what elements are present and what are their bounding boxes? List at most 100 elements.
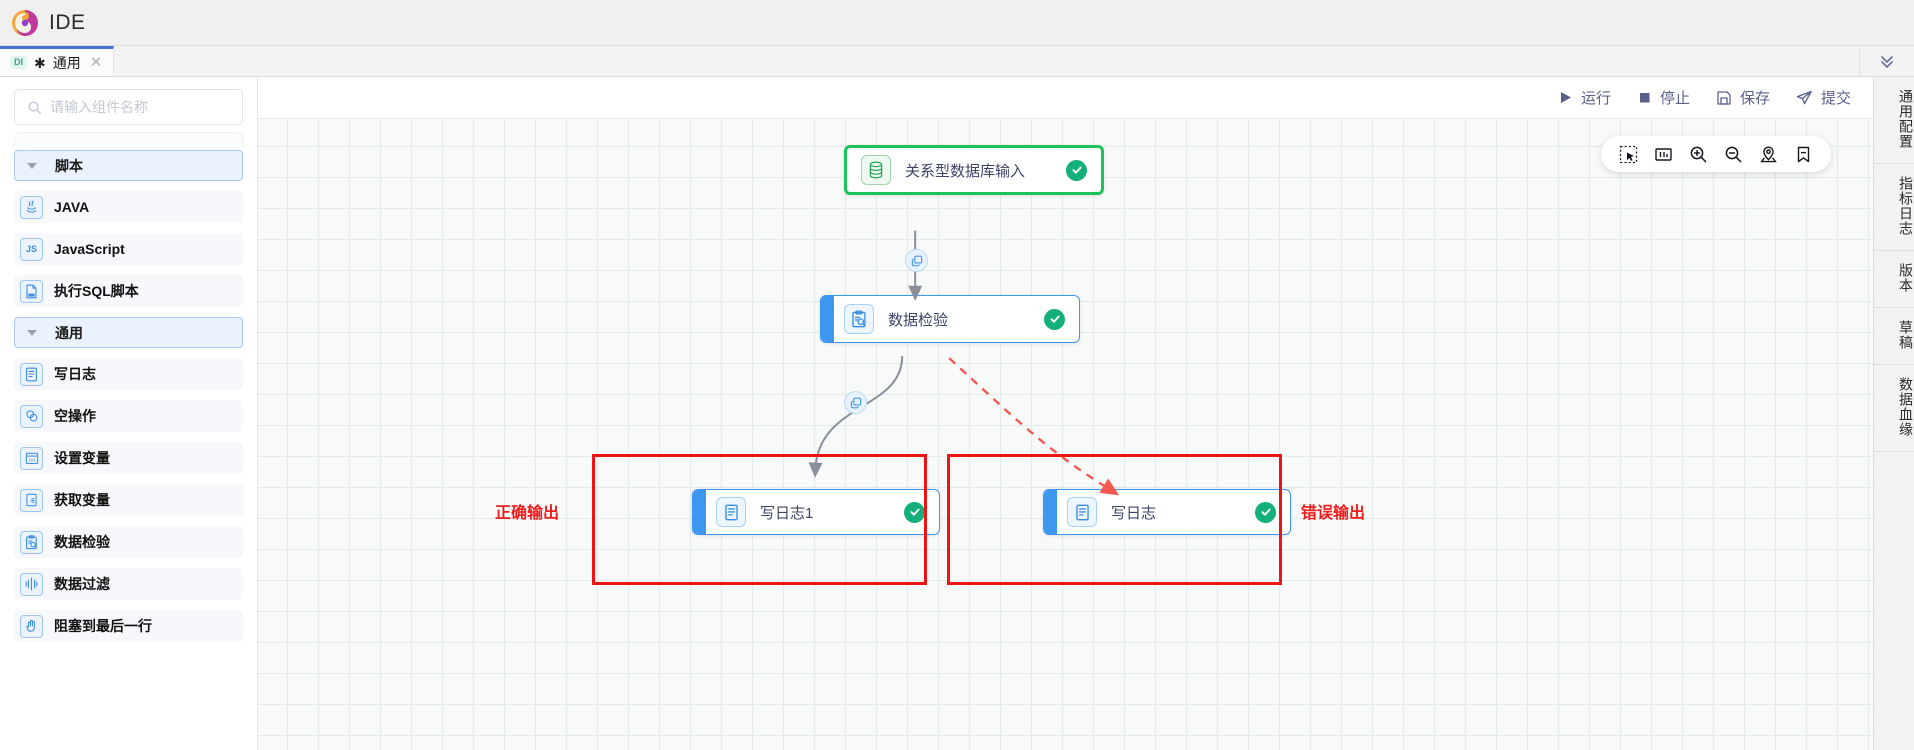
node-data-check[interactable]: 数据检验 (820, 295, 1080, 343)
palette-item-javascript[interactable]: JS JavaScript (14, 233, 243, 265)
palette-group-header-script[interactable]: 脚本 (14, 150, 243, 181)
node-relational-db-input[interactable]: 关系型数据库输入 (844, 145, 1104, 195)
title-bar: IDE (0, 0, 1914, 46)
stop-button[interactable]: 停止 (1637, 87, 1690, 108)
search-input[interactable] (50, 99, 231, 115)
js-icon: JS (20, 237, 43, 261)
search-area (0, 77, 257, 132)
save-icon (1716, 90, 1732, 106)
marquee-select-icon[interactable] (1611, 136, 1646, 172)
node-title: 写日志1 (760, 504, 814, 522)
tab-bar: DI ✱ 通用 ✕ (0, 46, 1914, 77)
set-variable-icon: (x) (20, 446, 43, 470)
close-icon[interactable]: ✕ (89, 54, 103, 71)
palette-item-write-log[interactable]: 写日志 (14, 358, 243, 390)
tab-tongyong[interactable]: DI ✱ 通用 ✕ (0, 46, 115, 76)
database-icon (861, 155, 891, 185)
save-button[interactable]: 保存 (1716, 87, 1770, 108)
tab-type-badge: DI (10, 56, 27, 69)
java-icon (20, 195, 43, 219)
log-document-icon (1067, 497, 1097, 527)
palette-item-label: 写日志 (54, 366, 96, 382)
svg-text:A: A (30, 498, 34, 504)
annotation-error-output: 错误输出 (1301, 505, 1366, 522)
tab-label: 通用 (52, 54, 81, 71)
palette-item-label: 数据过滤 (54, 576, 110, 592)
node-write-log[interactable]: 写日志 (1043, 489, 1291, 535)
fit-view-icon[interactable] (1646, 136, 1681, 172)
node-content: 写日志1 (706, 490, 939, 534)
palette-item-label: 设置变量 (54, 450, 110, 466)
right-tab-draft[interactable]: 草稿 (1874, 308, 1914, 365)
palette-group-title: 通用 (55, 324, 83, 341)
run-button[interactable]: 运行 (1558, 87, 1611, 108)
right-tab-version[interactable]: 版本 (1874, 251, 1914, 308)
palette-item-label: JAVA (54, 199, 90, 215)
node-accent-bar (693, 490, 706, 534)
get-variable-icon: A (20, 488, 43, 512)
block-hand-icon (20, 614, 43, 638)
zoom-out-icon[interactable] (1716, 136, 1751, 172)
zoom-in-icon[interactable] (1681, 136, 1716, 172)
search-icon (27, 100, 42, 115)
palette-item-data-check[interactable]: 数据检验 (14, 526, 243, 558)
palette-group-header-general[interactable]: 通用 (14, 317, 243, 348)
edge-layer (808, 230, 1120, 496)
node-title: 数据检验 (888, 311, 949, 329)
sql-file-icon (20, 279, 43, 303)
swirl-logo-icon (10, 8, 40, 38)
check-circle-icon (1255, 501, 1276, 523)
palette-item-label: 空操作 (54, 408, 96, 424)
bookmark-icon[interactable] (1786, 136, 1821, 172)
palette-item-set-variable[interactable]: (x) 设置变量 (14, 442, 243, 474)
node-title: 关系型数据库输入 (905, 162, 1026, 180)
locate-icon[interactable] (1751, 136, 1786, 172)
node-accent-bar (1044, 490, 1057, 534)
data-check-icon (20, 530, 43, 554)
submit-button[interactable]: 提交 (1796, 87, 1851, 108)
editor-main: 运行 停止 保存 (258, 77, 1873, 750)
canvas-toolbar (1601, 136, 1831, 172)
check-circle-icon (904, 501, 925, 523)
right-tab-metric-log[interactable]: 指标日志 (1874, 164, 1914, 251)
caret-down-icon (27, 162, 37, 169)
flow-canvas[interactable]: 关系型数据库输入 (258, 119, 1873, 750)
node-title: 写日志 (1111, 504, 1157, 522)
palette-item-label: 数据检验 (54, 534, 110, 550)
palette-item-label: JavaScript (54, 241, 125, 257)
highlight-box-error-output (947, 454, 1282, 585)
palette-item-label: 执行SQL脚本 (54, 283, 139, 299)
send-icon (1796, 90, 1813, 106)
palette-item-block-until-last-row[interactable]: 阻塞到最后一行 (14, 610, 243, 642)
right-tab-data-lineage[interactable]: 数据血缘 (1874, 365, 1914, 452)
palette-item-run-sql-script[interactable]: 执行SQL脚本 (14, 275, 243, 307)
palette-item-java[interactable]: JAVA (14, 191, 243, 223)
chevron-double-down-icon[interactable] (1859, 46, 1914, 76)
node-content: 关系型数据库输入 (847, 148, 1101, 192)
node-write-log-1[interactable]: 写日志1 (692, 489, 940, 535)
svg-text:(x): (x) (28, 457, 35, 463)
node-content: 写日志 (1057, 490, 1290, 534)
play-icon (1558, 90, 1573, 105)
right-tab-general-config[interactable]: 通用配置 (1874, 77, 1914, 164)
annotation-correct-output: 正确输出 (495, 505, 560, 522)
palette-item-get-variable[interactable]: A 获取变量 (14, 484, 243, 516)
palette-list[interactable]: 脚本 JAVA JS JavaScript (0, 132, 257, 750)
edge-badge-n2-n3[interactable] (844, 391, 867, 414)
palette-item-label: 阻塞到最后一行 (54, 618, 152, 634)
palette-item-data-filter[interactable]: 数据过滤 (14, 568, 243, 600)
action-bar: 运行 停止 保存 (258, 77, 1873, 119)
circles-icon (20, 404, 43, 428)
stop-label: 停止 (1659, 90, 1690, 107)
workspace: 脚本 JAVA JS JavaScript (0, 77, 1914, 750)
search-box[interactable] (14, 89, 243, 125)
save-label: 保存 (1739, 90, 1770, 107)
right-panel-tabs: 通用配置 指标日志 版本 草稿 数据血缘 (1873, 77, 1914, 750)
log-document-icon (716, 497, 746, 527)
edge-badge-n1-n2[interactable] (905, 249, 928, 272)
palette-item-no-op[interactable]: 空操作 (14, 400, 243, 432)
check-circle-icon (1066, 159, 1087, 181)
check-circle-icon (1044, 308, 1065, 330)
run-label: 运行 (1580, 90, 1611, 107)
